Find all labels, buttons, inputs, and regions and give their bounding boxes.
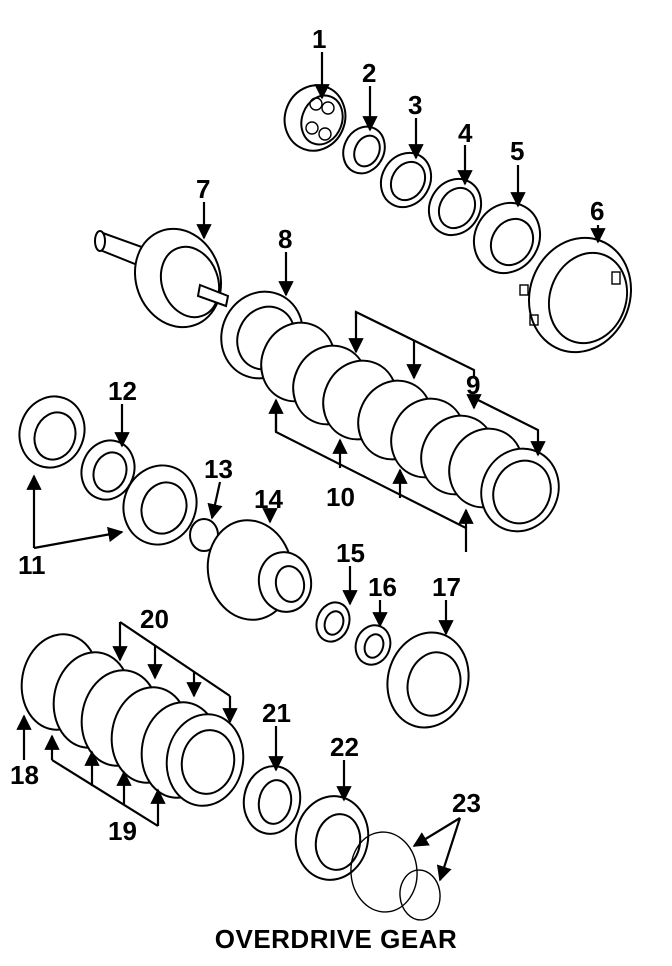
callout-16: 16 bbox=[368, 572, 397, 602]
part-5-bearing-race bbox=[472, 201, 542, 275]
callout-17: 17 bbox=[432, 572, 461, 602]
part-11-race bbox=[18, 395, 198, 546]
callout-8: 8 bbox=[278, 224, 292, 254]
part-4-ring bbox=[427, 177, 483, 237]
part-15-washer bbox=[315, 601, 351, 643]
callout-20: 20 bbox=[140, 604, 169, 634]
part-9-10-clutch-pack bbox=[260, 321, 560, 533]
part-3-ring bbox=[379, 151, 433, 209]
part-22-race bbox=[294, 795, 370, 881]
callout-12: 12 bbox=[108, 376, 137, 406]
callout-6: 6 bbox=[590, 196, 604, 226]
callout-15: 15 bbox=[336, 538, 365, 568]
part-21-bearing bbox=[242, 765, 302, 835]
callout-3: 3 bbox=[408, 90, 422, 120]
part-17-plate bbox=[386, 631, 470, 729]
part-23-seals bbox=[350, 831, 441, 921]
callout-11: 11 bbox=[18, 550, 46, 580]
callout-9: 9 bbox=[466, 370, 480, 400]
part-18-19-20-plate-pack bbox=[20, 633, 245, 807]
callout-labels: 1 2 3 4 5 6 7 8 9 10 11 12 13 14 15 16 1… bbox=[10, 24, 604, 846]
callout-4: 4 bbox=[458, 118, 473, 148]
part-16-bearing bbox=[354, 624, 392, 666]
callout-7: 7 bbox=[196, 174, 210, 204]
callout-5: 5 bbox=[510, 136, 524, 166]
callout-22: 22 bbox=[330, 732, 359, 762]
callout-19: 19 bbox=[108, 816, 137, 846]
leader-lines bbox=[16, 52, 606, 882]
callout-23: 23 bbox=[452, 788, 481, 818]
part-12-bearing bbox=[80, 439, 136, 501]
callout-10: 10 bbox=[326, 482, 355, 512]
part-14-gear bbox=[206, 519, 313, 621]
part-1-bearing bbox=[283, 84, 347, 152]
callout-2: 2 bbox=[362, 58, 376, 88]
callout-18: 18 bbox=[10, 760, 39, 790]
callout-1: 1 bbox=[312, 24, 326, 54]
diagram-title: OVERDRIVE GEAR bbox=[214, 924, 458, 954]
callout-14: 14 bbox=[254, 484, 283, 514]
part-7-carrier-shaft bbox=[94, 227, 230, 329]
callout-21: 21 bbox=[262, 698, 291, 728]
callout-13: 13 bbox=[204, 454, 233, 484]
